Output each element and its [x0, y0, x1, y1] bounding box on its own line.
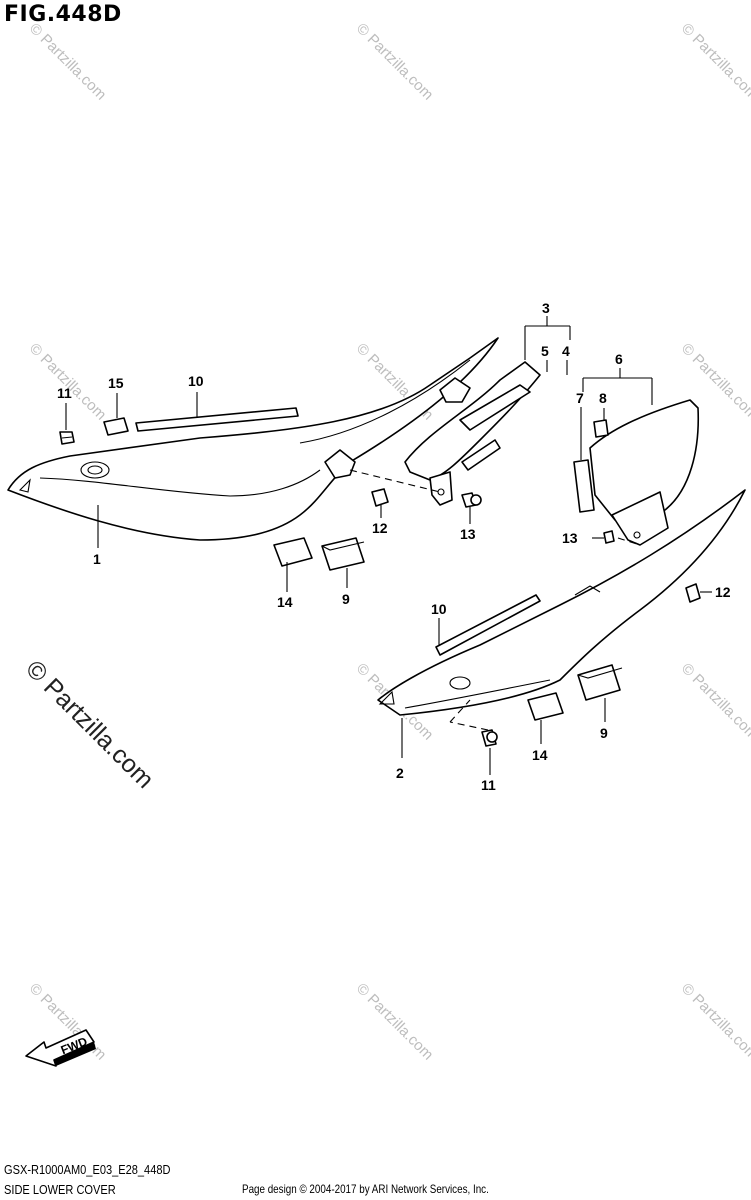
part-14-pad-left[interactable]: [273, 537, 313, 567]
figure-caption: SIDE LOWER COVER: [4, 1182, 116, 1197]
callout-9-left: 9: [342, 591, 350, 607]
callout-11-lower: 11: [481, 777, 496, 793]
part-15-cushion[interactable]: [103, 417, 129, 436]
part-10-seal-lower[interactable]: [435, 594, 541, 656]
callout-9-right: 9: [600, 725, 608, 741]
callout-12-left: 12: [372, 520, 388, 536]
part-2-cover-right[interactable]: [377, 489, 746, 716]
leader-lines: [65, 316, 712, 775]
callout-1: 1: [93, 551, 101, 567]
callout-10-upper: 10: [188, 373, 204, 389]
copyright-notice: Page design © 2004-2017 by ARI Network S…: [242, 1182, 489, 1196]
callout-5: 5: [541, 343, 549, 359]
callout-6: 6: [615, 351, 623, 367]
part-13-screw-right[interactable]: [603, 530, 615, 544]
callout-13-right: 13: [562, 530, 578, 546]
model-code: GSX-R1000AM0_E03_E28_448D: [4, 1162, 171, 1177]
callout-12-right: 12: [715, 584, 731, 600]
part-1-cover-left[interactable]: [7, 337, 499, 541]
callout-11-upper: 11: [57, 385, 72, 401]
callout-3: 3: [542, 300, 550, 316]
part-4-5-bracket[interactable]: [404, 361, 541, 506]
part-6-panel[interactable]: [589, 399, 700, 546]
callout-7: 7: [576, 390, 584, 406]
part-10-seal-upper[interactable]: [135, 407, 299, 432]
part-12-clip-left[interactable]: [371, 488, 389, 507]
callout-8: 8: [599, 390, 607, 406]
part-7-strip[interactable]: [573, 459, 595, 513]
part-12-clip-right[interactable]: [685, 583, 701, 603]
part-14-pad-right[interactable]: [527, 692, 564, 721]
callout-2: 2: [396, 765, 404, 781]
part-9-block-right[interactable]: [577, 664, 623, 701]
callout-14-left: 14: [277, 594, 293, 610]
part-8-strip[interactable]: [593, 419, 609, 438]
assembly-line: [449, 699, 471, 723]
part-11-screw-upper[interactable]: [59, 431, 75, 445]
callout-15: 15: [108, 375, 124, 391]
part-11-screw-lower[interactable]: [481, 729, 498, 747]
callout-4: 4: [562, 343, 570, 359]
part-13-screw-left[interactable]: [461, 492, 482, 508]
callout-14-right: 14: [532, 747, 548, 763]
forward-arrow-icon: FWD: [25, 1029, 96, 1067]
callout-10-lower: 10: [431, 601, 447, 617]
assembly-line: [617, 537, 641, 546]
callout-13-left: 13: [460, 526, 476, 542]
part-9-block-left[interactable]: [321, 537, 365, 571]
figure-title: FIG.448D: [4, 2, 122, 27]
assembly-line: [449, 721, 489, 731]
assembly-line: [349, 469, 441, 493]
